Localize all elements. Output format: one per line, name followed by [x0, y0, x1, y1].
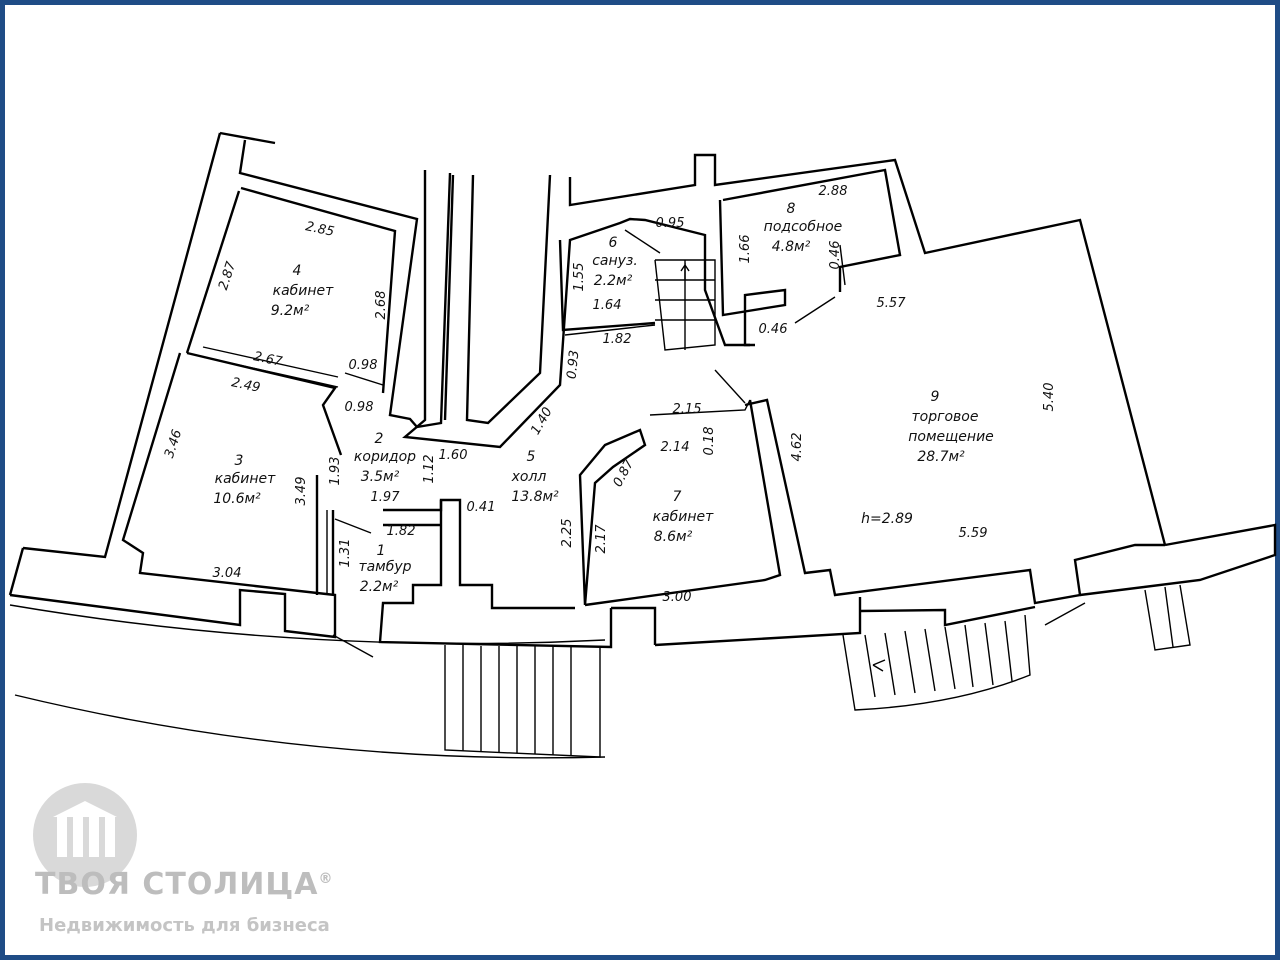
room-number: 5	[527, 449, 536, 465]
room-area: 8.6м²	[654, 529, 693, 545]
dimension-label: 2.25	[560, 519, 575, 548]
room-number: 2	[375, 431, 384, 447]
watermark-brand-text: ТВОЯ СТОЛИЦА	[35, 867, 319, 902]
walls-center	[378, 153, 1277, 649]
dimension-label: 4.62	[790, 433, 805, 462]
dimension-label: 0.18	[702, 427, 717, 456]
logo-icon	[33, 783, 137, 887]
door-swing	[624, 229, 690, 280]
dimension-label: 0.93	[565, 349, 583, 379]
room-area: 4.8м²	[772, 239, 811, 255]
floor-plan: 4 кабинет 9.2м² 3 кабинет 10.6м² 2 корид…	[8, 131, 1277, 887]
dimension-label: 1.31	[338, 539, 353, 568]
dimension-label: 0.87	[610, 456, 637, 489]
dimension-label: 0.46	[828, 241, 843, 270]
stairs	[444, 584, 1191, 758]
room-height: h=2.89	[861, 511, 913, 527]
room-name: коридор	[354, 449, 416, 465]
dimension-label: 0.41	[467, 500, 496, 515]
dimension-label: 0.95	[656, 216, 685, 231]
dimension-label: 2.88	[819, 184, 848, 199]
room-number: 9	[931, 389, 940, 405]
dimension-label: 3.49	[294, 477, 309, 506]
room-area: 13.8м²	[511, 489, 559, 505]
dimension-label: 5.57	[877, 296, 907, 311]
room-area: 2.2м²	[360, 579, 399, 595]
room-5-label: 5 холл 13.8м²	[511, 449, 559, 505]
room-number: 8	[787, 201, 796, 217]
room-name: кабинет	[273, 283, 335, 299]
room-name: кабинет	[653, 509, 715, 525]
dimension-label: 2.85	[304, 219, 335, 240]
dimension-label: 2.15	[673, 402, 702, 417]
room-4-label: 4 кабинет 9.2м²	[271, 263, 334, 319]
room-6-label: 6 сануз. 2.2м²	[592, 235, 638, 289]
dimension-label: 1.55	[572, 263, 587, 292]
outer-arc-line	[14, 694, 606, 759]
room-number: 3	[235, 453, 244, 469]
dimension-label: 2.67	[252, 349, 284, 370]
dimension-label: 2.17	[594, 524, 609, 554]
registered-mark: ®	[318, 871, 334, 887]
dimension-label: 1.93	[328, 457, 343, 486]
dimension-label: 0.98	[349, 358, 378, 373]
room-name-2: помещение	[908, 429, 994, 445]
dimension-label: 5.40	[1042, 383, 1057, 412]
room-3-label: 3 кабинет 10.6м²	[213, 453, 276, 507]
dimension-label: 1.82	[387, 524, 416, 539]
dimension-label: 1.97	[371, 490, 401, 505]
outer-arc-line-2	[9, 604, 606, 645]
room-name: кабинет	[215, 471, 277, 487]
dimension-label: 3.04	[213, 566, 242, 581]
dimension-label: 1.64	[593, 298, 622, 313]
room-name: холл	[511, 469, 547, 485]
watermark-brand: ТВОЯ СТОЛИЦА®	[35, 867, 333, 902]
room-area: 28.7м²	[917, 449, 965, 465]
room-number: 6	[609, 235, 618, 251]
dimension-label: 1.82	[603, 332, 632, 347]
dimension-labels: 2.85 2.87 2.68 2.67 0.98 2.49 0.98 3.46 …	[162, 184, 1057, 605]
dimension-label: 1.40	[528, 405, 555, 438]
dimension-label: 1.60	[439, 448, 468, 463]
dimension-label: 2.87	[216, 259, 239, 292]
room-1-label: 1 тамбур 2.2м²	[358, 543, 411, 595]
dimension-label: 1.12	[422, 455, 437, 484]
room-name: тамбур	[358, 559, 411, 575]
room-area: 9.2м²	[271, 303, 310, 319]
dimension-label: 2.49	[230, 375, 261, 396]
dimension-label: 5.59	[959, 526, 988, 541]
watermark-tagline: Недвижимость для бизнеса	[39, 915, 330, 936]
dimension-label: 0.98	[345, 400, 374, 415]
dimension-label: 3.46	[162, 428, 185, 460]
dimension-label: 2.14	[661, 440, 690, 455]
dimension-label: 2.68	[374, 291, 389, 320]
room-7-label: 7 кабинет 8.6м²	[653, 489, 715, 545]
room-area: 2.2м²	[594, 273, 633, 289]
room-area: 3.5м²	[361, 469, 400, 485]
room-area: 10.6м²	[213, 491, 261, 507]
room-number: 1	[377, 543, 386, 559]
room-name: торговое	[912, 409, 979, 425]
dimension-label: 0.46	[759, 322, 788, 337]
room-2-label: 2 коридор 3.5м²	[354, 431, 416, 485]
room-number: 7	[673, 489, 682, 505]
room-8-label: 8 подсобное 4.8м²	[764, 201, 843, 255]
room-name: подсобное	[764, 219, 843, 235]
dimension-label: 3.00	[663, 590, 692, 605]
walls-left-block	[8, 131, 452, 639]
room-number: 4	[293, 263, 302, 279]
dimension-label: 1.66	[738, 235, 753, 264]
room-9-label: 9 торговое помещение 28.7м² h=2.89	[861, 389, 994, 527]
door-swing	[332, 296, 1086, 658]
room-name: сануз.	[592, 253, 638, 269]
